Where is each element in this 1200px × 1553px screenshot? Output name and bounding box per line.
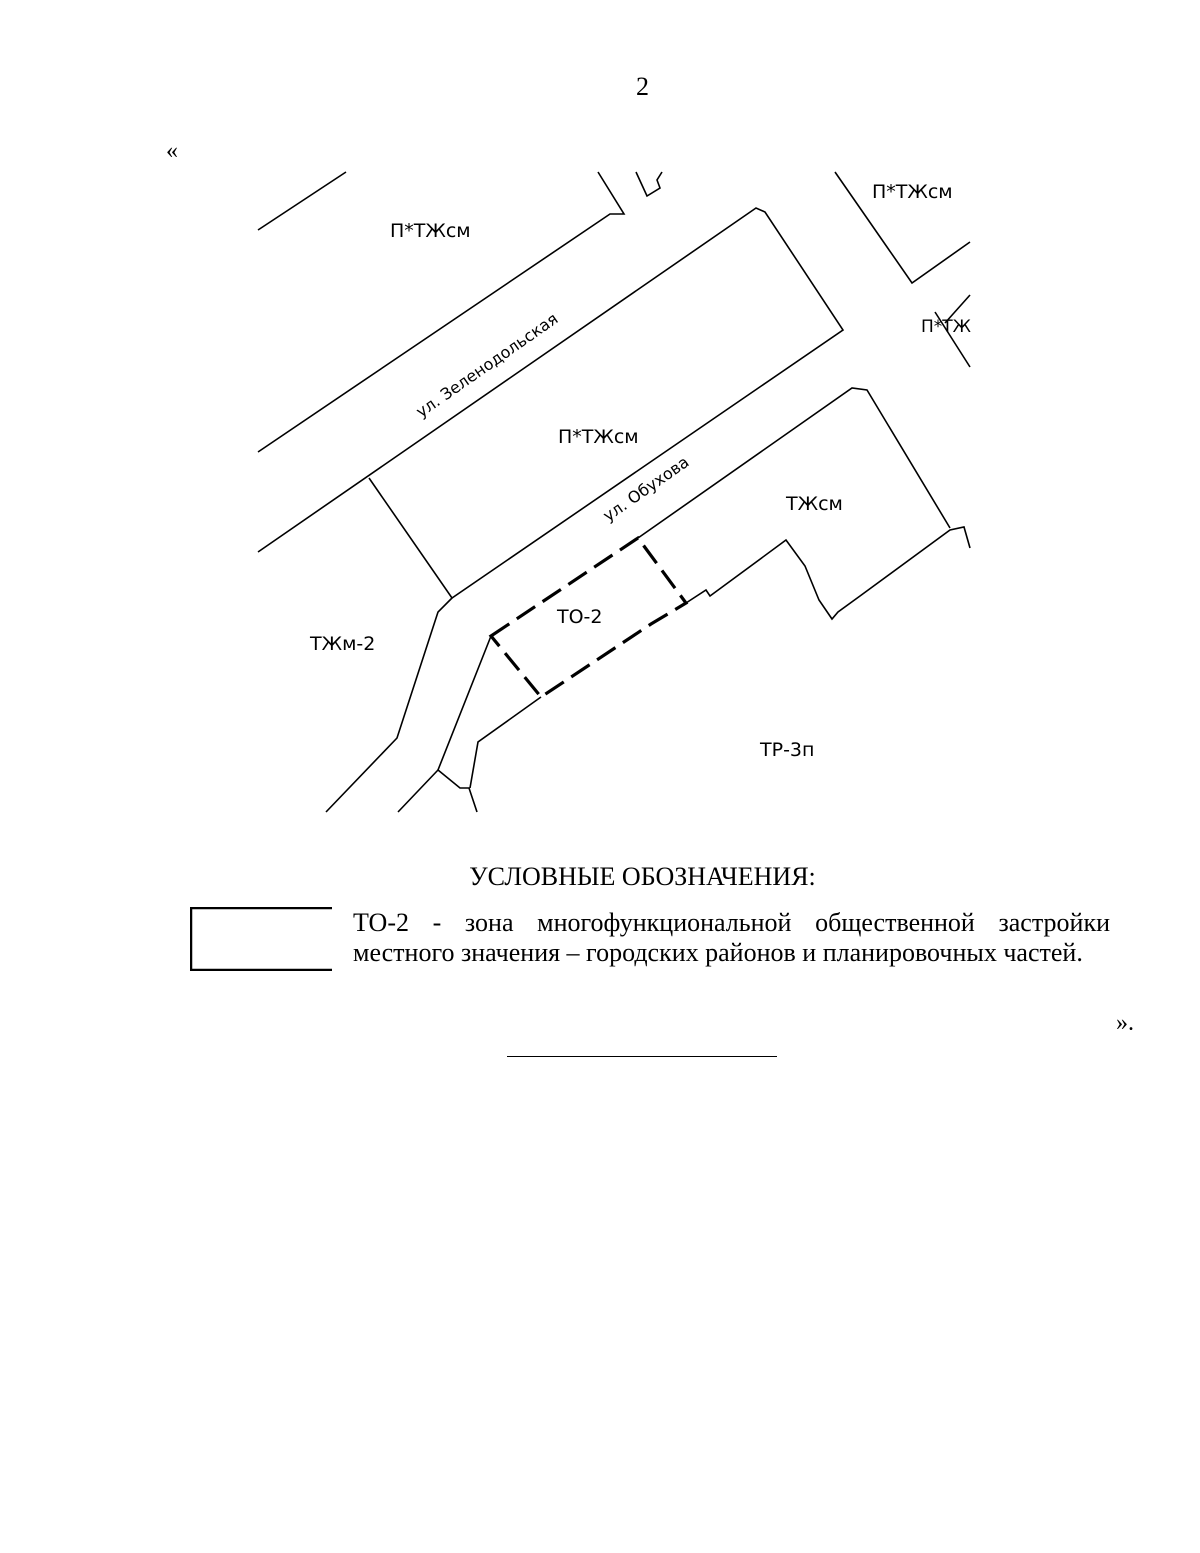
map-line-northeast bbox=[834, 171, 971, 285]
map-line-east-short bbox=[944, 294, 971, 324]
map-line-stub bbox=[635, 171, 663, 198]
zone-label-tzhsm: ТЖсм bbox=[785, 493, 843, 515]
zone-label-ptzhsm-northeast: П*ТЖсм bbox=[872, 181, 953, 203]
zone-label-tr-3p: ТР-3п bbox=[759, 739, 814, 761]
zoning-map: ул. Зеленодольская ул. Обухова П*ТЖсм П*… bbox=[257, 171, 971, 813]
map-line-road-small bbox=[397, 769, 439, 813]
zone-label-ptzhsm-northwest: П*ТЖсм bbox=[390, 220, 471, 242]
street-label-obukhova: ул. Обухова bbox=[599, 452, 692, 525]
map-line-tzhsm-block bbox=[685, 526, 971, 621]
legend-entry-to2: ТО-2 - зона многофункциональной обществе… bbox=[353, 908, 1110, 967]
zone-label-to-2: ТО-2 bbox=[556, 606, 603, 628]
separator-line bbox=[507, 1056, 777, 1057]
street-label-zelenodolskaya: ул. Зеленодольская bbox=[412, 309, 561, 421]
map-line-east-diag bbox=[934, 311, 971, 368]
map-line-road-west bbox=[325, 597, 453, 813]
zone-label-ptzhsm-center: П*ТЖсм bbox=[558, 426, 639, 448]
map-line-road-inner bbox=[437, 635, 492, 813]
zone-label-tzhm-2: ТЖм-2 bbox=[309, 633, 375, 655]
opening-quote: « bbox=[166, 138, 178, 164]
closing-quote: ». bbox=[1116, 1010, 1134, 1036]
map-line-central-block bbox=[257, 207, 845, 600]
map-line-tzhsm-north bbox=[637, 387, 951, 539]
legend-title: УСЛОВНЫЕ ОБОЗНАЧЕНИЯ: bbox=[469, 862, 816, 891]
map-line-zelenodolskaya-north bbox=[257, 171, 626, 453]
legend-swatch-to2 bbox=[190, 907, 332, 971]
zone-label-ptzh-east: П*ТЖ bbox=[921, 317, 971, 337]
to2-boundary bbox=[488, 535, 689, 700]
page-number: 2 bbox=[636, 72, 649, 101]
map-line-south bbox=[469, 696, 542, 789]
map-line-northwest bbox=[257, 171, 347, 231]
